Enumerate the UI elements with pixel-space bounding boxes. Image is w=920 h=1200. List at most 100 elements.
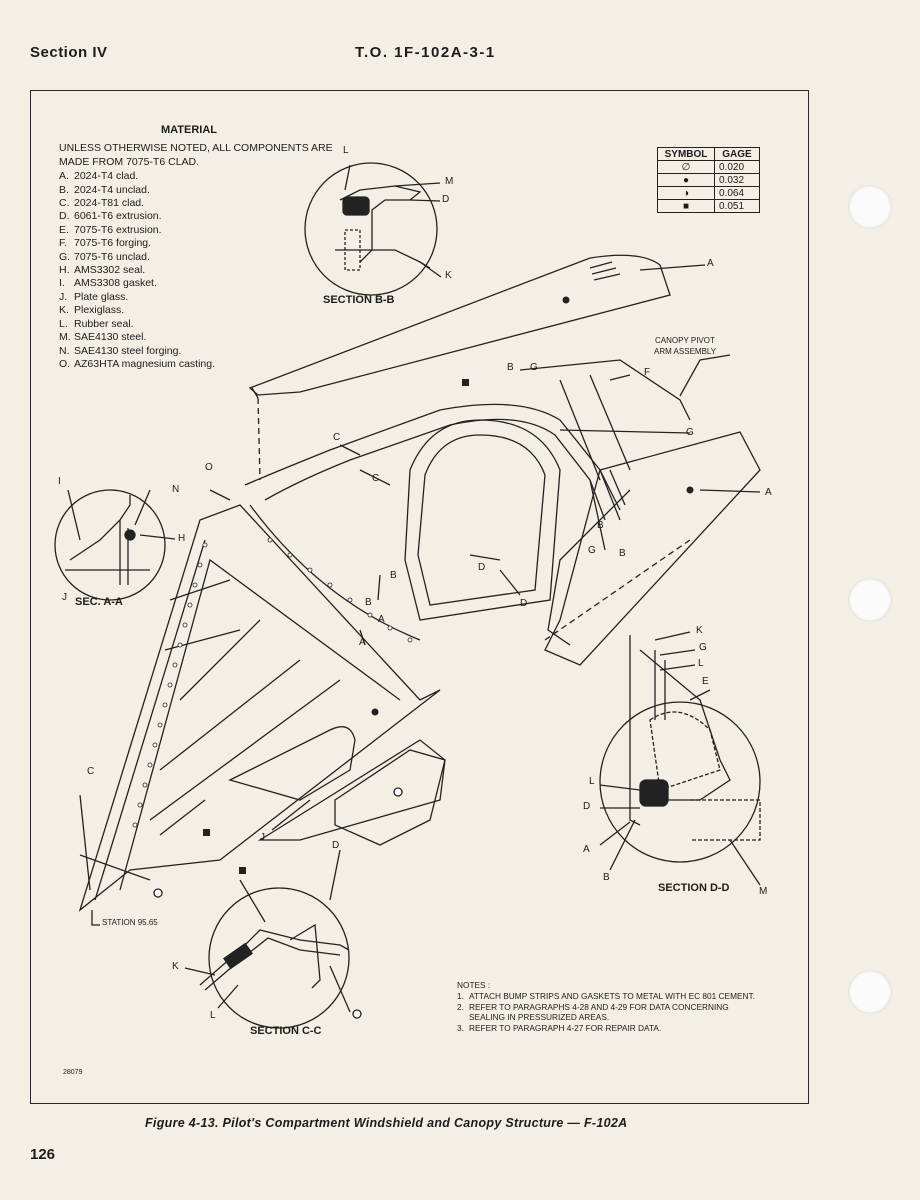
material-item: D.6061-T6 extrusion. (59, 210, 359, 223)
canopy-pivot-label: CANOPY PIVOT (655, 336, 715, 345)
notes-block: NOTES : 1. ATTACH BUMP STRIPS AND GASKETS… (457, 980, 757, 1034)
callout-letter: B (507, 362, 514, 373)
material-text: AZ63HTA magnesium casting. (74, 357, 216, 370)
note-text: REFER TO PARAGRAPH 4-27 FOR REPAIR DATA. (469, 1023, 662, 1034)
callout-letter: F (644, 367, 651, 378)
material-text: 2024-T81 clad. (74, 197, 145, 210)
material-key: A. (59, 170, 69, 183)
note-key: 1. (457, 990, 464, 1001)
callout-letter: M (445, 176, 454, 187)
material-item: C. 2024-T81 clad. (59, 197, 359, 210)
note-key: 3. (457, 1023, 464, 1034)
callout-letter: B (603, 872, 610, 883)
section-dd-detail (599, 701, 761, 863)
sec-aa-label: SEC. A-A (75, 596, 123, 608)
symbol-gage-table: SYMBOL GAGE ∅0.020●0.032◑0.064■0.051 (657, 147, 760, 213)
callout-letter: J (62, 592, 67, 603)
material-item: A. 2024-T4 clad. (59, 170, 359, 183)
material-text: Rubber seal. (74, 317, 134, 330)
callout-letter: G (588, 545, 596, 556)
material-item: G.7075-T6 unclad. (59, 251, 359, 264)
callout-letter: D (478, 562, 486, 573)
material-key: N. (59, 344, 70, 357)
material-text: AMS3302 seal. (74, 264, 146, 277)
table-row: ■0.051 (657, 199, 760, 213)
note-item: 1. ATTACH BUMP STRIPS AND GASKETS TO META… (457, 991, 757, 1002)
gage-value: 0.020 (714, 160, 760, 174)
material-key: B. (59, 183, 69, 196)
gage-symbol: ◑ (657, 186, 715, 200)
figure-id: 28079 (63, 1069, 83, 1076)
material-text: Plate glass. (74, 290, 129, 303)
callout-letter: C (87, 766, 95, 777)
callout-letter: N (172, 484, 180, 495)
callout-letter: O (205, 462, 213, 473)
material-key: H. (59, 264, 70, 277)
callout-letter: C (333, 432, 341, 443)
material-key: E. (59, 223, 69, 236)
table-row: ●0.032 (657, 173, 760, 187)
material-key: K. (59, 304, 69, 317)
gage-value: 0.064 (714, 186, 760, 200)
section-bb-detail (304, 162, 438, 296)
material-item: K. Plexiglass. (59, 304, 359, 317)
note-item: 3. REFER TO PARAGRAPH 4-27 FOR REPAIR DAT… (457, 1023, 757, 1034)
table-row: ◑0.064 (657, 186, 760, 200)
section-cc-detail (208, 887, 350, 1029)
figure-caption: Figure 4-13. Pilot's Compartment Windshi… (145, 1116, 628, 1130)
arm-assembly-label: ARM ASSEMBLY (654, 347, 717, 356)
gage-value: 0.051 (714, 199, 760, 213)
material-key: C. (59, 197, 70, 210)
callout-letter: L (210, 1010, 216, 1021)
callout-letter: I (58, 476, 61, 487)
notes-title: NOTES : (457, 980, 491, 990)
figure-frame (30, 90, 809, 1104)
material-text: 6061-T6 extrusion. (74, 210, 162, 223)
callout-letter: A (583, 844, 590, 855)
gage-symbol: ∅ (657, 160, 715, 174)
callout-letter: M (759, 886, 768, 897)
callout-letter: G (686, 427, 694, 438)
note-text: REFER TO PARAGRAPHS 4-28 AND 4-29 FOR DA… (469, 1001, 729, 1023)
callout-letter: D (520, 598, 528, 609)
table-row: ∅0.020 (657, 160, 760, 174)
note-item: 2. REFER TO PARAGRAPHS 4-28 AND 4-29 FOR … (457, 1002, 757, 1024)
callout-letter: B (365, 597, 372, 608)
callout-letter: A (359, 637, 366, 648)
page-number: 126 (30, 1146, 56, 1163)
callout-letter: B (597, 520, 604, 531)
callout-letter: A (765, 487, 772, 498)
lower-side-panel (334, 749, 446, 846)
material-title: MATERIAL (161, 124, 218, 136)
callout-letter: K (696, 625, 703, 636)
callout-letter: L (589, 776, 595, 787)
to-number: T.O. 1F-102A-3-1 (355, 44, 496, 61)
callout-letter: D (332, 840, 340, 851)
material-text: Plexiglass. (74, 304, 125, 317)
callout-letter: H (178, 533, 186, 544)
section-dd-label: SECTION D-D (658, 882, 730, 894)
binder-hole (848, 185, 892, 229)
material-item: O.AZ63HTA magnesium casting. (59, 358, 359, 371)
material-intro: UNLESS OTHERWISE NOTED, ALL COMPONENTS A… (59, 142, 333, 168)
callout-letter: L (343, 145, 349, 156)
upper-canopy-panel (248, 254, 671, 396)
note-text: ATTACH BUMP STRIPS AND GASKETS TO METAL … (469, 990, 755, 1001)
binder-hole (848, 578, 892, 622)
material-key: I. (59, 277, 65, 290)
material-text: 2024-T4 clad. (74, 170, 139, 183)
material-key: L. (59, 317, 68, 330)
section-header: Section IV (30, 44, 108, 61)
material-text: 7075-T6 extrusion. (74, 223, 162, 236)
side-canopy-panel (544, 431, 761, 666)
material-text: 2024-T4 unclad. (74, 183, 150, 196)
callout-letter: E (702, 676, 709, 687)
callout-letter: B (390, 570, 397, 581)
material-text: AMS3308 gasket. (74, 277, 157, 290)
note-key: 2. (457, 1001, 464, 1012)
callout-letter: J (260, 832, 265, 843)
gage-symbol: ■ (657, 199, 715, 213)
material-item: L. Rubber seal. (59, 318, 359, 331)
material-item: J.Plate glass. (59, 291, 359, 304)
